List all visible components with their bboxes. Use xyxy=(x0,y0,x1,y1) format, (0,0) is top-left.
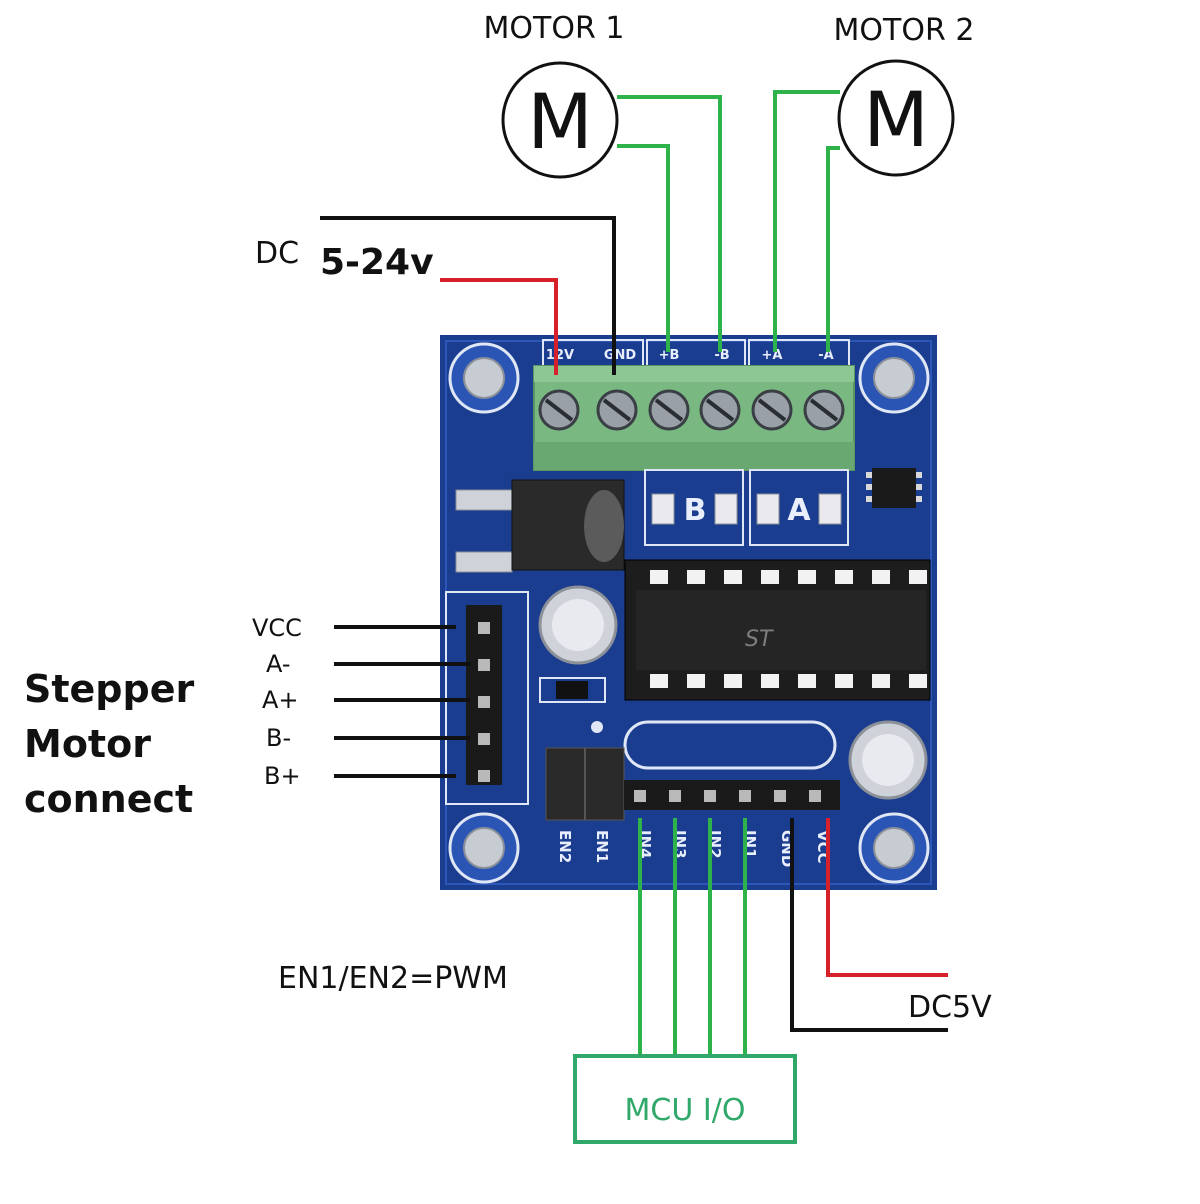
ic-pin-bottom xyxy=(835,674,853,688)
control-header-pins xyxy=(634,790,821,802)
wire-motor1-minus-b xyxy=(617,95,722,352)
motor-1: MOTOR 1 M xyxy=(484,11,625,179)
ic-pin-top xyxy=(687,570,705,584)
terminal-screw xyxy=(699,389,741,431)
header-pin xyxy=(478,733,490,745)
stepper-pin-label-a-minus: A- xyxy=(266,650,291,678)
mcu-io-box: MCU I/O xyxy=(573,1054,797,1144)
ic-pin-bottom xyxy=(687,674,705,688)
motor-2-label: MOTOR 2 xyxy=(834,13,975,48)
header-pin xyxy=(478,770,490,782)
header-pin xyxy=(739,790,751,802)
stepper-title-line-1: Stepper xyxy=(24,667,194,711)
driver-board: 12V GND +B -B +A -A B A xyxy=(440,335,937,890)
power-in-prefix: DC xyxy=(255,236,299,271)
terminal-screw xyxy=(751,389,793,431)
ic-pin-top xyxy=(724,570,742,584)
capacitor-left xyxy=(538,585,618,665)
stepper-title-line-3: connect xyxy=(24,777,193,821)
wires xyxy=(320,90,948,1056)
stepper-pin-label-vcc: VCC xyxy=(252,614,302,642)
stepper-pin-label-b-plus: B+ xyxy=(264,762,301,790)
led-letter-a: A xyxy=(787,493,811,528)
led-letter-b: B xyxy=(684,493,707,528)
terminal-screw xyxy=(803,389,845,431)
stepper-pin-label-b-minus: B- xyxy=(266,724,291,752)
ic-pin-top xyxy=(798,570,816,584)
motor-2: MOTOR 2 M xyxy=(834,13,975,177)
pwm-note: EN1/EN2=PWM xyxy=(278,961,508,996)
ic-pin-top xyxy=(872,570,890,584)
header-pin xyxy=(669,790,681,802)
terminal-label-12v: 12V xyxy=(546,348,574,363)
smd-chip xyxy=(866,468,922,508)
voltage-regulator xyxy=(455,479,625,573)
header-pin xyxy=(704,790,716,802)
capacitor-right xyxy=(848,720,928,800)
power-in-range: 5-24v xyxy=(320,242,434,283)
oscillator-outline xyxy=(623,720,837,770)
ic-pin-bottom xyxy=(872,674,890,688)
header-pin xyxy=(634,790,646,802)
stepper-pin-label-a-plus: A+ xyxy=(262,686,299,714)
ic-pin-bottom xyxy=(909,674,927,688)
motor-2-symbol-circle xyxy=(837,59,955,177)
stepper-pin-labels: VCC A- A+ B- B+ xyxy=(252,614,302,790)
driver-ic-chip: ST xyxy=(624,559,931,701)
wire-power-positive xyxy=(440,278,558,375)
motor-1-symbol: M xyxy=(527,77,593,166)
mounting-hole-top-right xyxy=(858,342,930,414)
motor-2-symbol: M xyxy=(863,75,929,164)
ic-pin-top xyxy=(650,570,668,584)
stepper-header xyxy=(445,591,529,805)
stepper-header-pins xyxy=(478,622,490,782)
mcu-io-border xyxy=(573,1054,797,1144)
motor-1-label: MOTOR 1 xyxy=(484,11,625,46)
ic-pin-top xyxy=(909,570,927,584)
via xyxy=(591,721,603,733)
wire-motor2-plus-a xyxy=(773,90,840,352)
wire-logic-vcc xyxy=(826,818,948,977)
terminal-screw xyxy=(648,389,690,431)
wire-motor2-minus-a xyxy=(826,146,840,352)
ic-pin-bottom xyxy=(724,674,742,688)
ic-pin-top xyxy=(761,570,779,584)
terminal-screw xyxy=(538,389,580,431)
wire-motor1-plus-b xyxy=(617,144,670,352)
header-pin xyxy=(774,790,786,802)
header-pin xyxy=(478,622,490,634)
ic-pin-top xyxy=(835,570,853,584)
smd-resistor xyxy=(539,677,606,703)
ic-pin-bottom xyxy=(798,674,816,688)
mounting-hole-bottom-left xyxy=(448,812,520,884)
wire-power-ground xyxy=(320,216,616,375)
terminal-label-plus-a: +A xyxy=(762,348,783,363)
wire-logic-ground xyxy=(790,818,948,1032)
jumper-block xyxy=(545,747,625,821)
header-pin xyxy=(809,790,821,802)
header-pin-label-en1: EN1 xyxy=(593,830,611,863)
terminal-screws xyxy=(538,389,845,431)
mounting-hole-top-left xyxy=(448,342,520,414)
mounting-hole-bottom-right xyxy=(858,812,930,884)
led-box-a: A xyxy=(749,469,849,546)
header-pin xyxy=(478,696,490,708)
ic-logo-text: ST xyxy=(745,627,774,652)
header-pin-label-en2: EN2 xyxy=(556,830,574,863)
terminal-label-gnd: GND xyxy=(604,348,637,363)
ic-pin-bottom xyxy=(650,674,668,688)
mcu-io-label: MCU I/O xyxy=(625,1093,746,1128)
led-box-b: B xyxy=(644,469,744,546)
ic-pin-bottom xyxy=(761,674,779,688)
motor-1-symbol-circle xyxy=(501,61,619,179)
terminal-screw xyxy=(596,389,638,431)
header-pin xyxy=(478,659,490,671)
terminal-label-plus-b: +B xyxy=(659,348,680,363)
control-header xyxy=(624,780,840,810)
stepper-title-line-2: Motor xyxy=(24,722,151,766)
stepper-title: Stepper Motor connect xyxy=(24,667,194,821)
logic-power-label: DC5V xyxy=(908,990,992,1025)
